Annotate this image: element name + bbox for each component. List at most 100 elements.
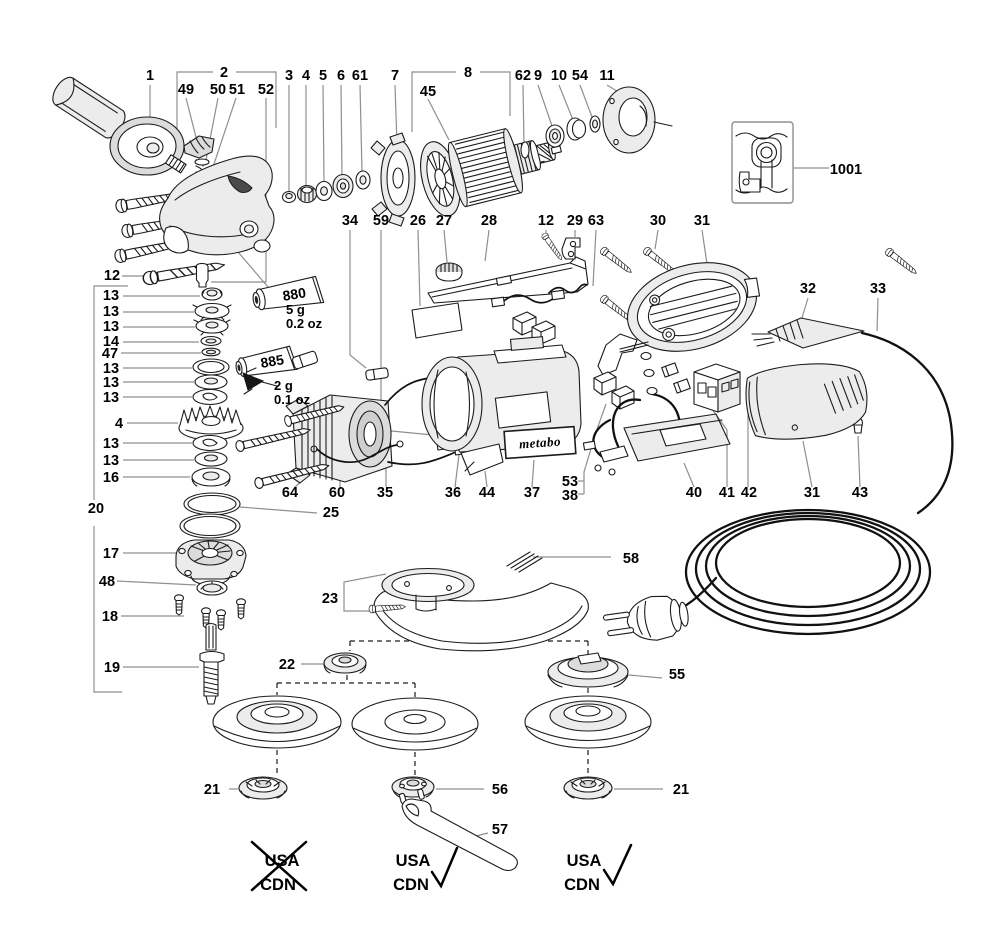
part-label-12b: 12 <box>538 213 554 229</box>
part-label-4-left: 4 <box>115 416 123 432</box>
part-7-baffle-drawing <box>370 132 416 227</box>
part-label-62: 62 <box>515 68 531 84</box>
part-37-brand-plate: metabo <box>503 425 577 460</box>
part-label-1: 1 <box>146 68 154 84</box>
part-63-wire-drawing <box>490 283 588 308</box>
part-40-electronics-drawing <box>582 392 731 476</box>
part-label-44: 44 <box>479 485 495 501</box>
usa-cdn-right: USA CDN <box>564 843 633 894</box>
spindle-nut-washer-bearing-drawing <box>281 170 371 204</box>
part-label-5: 5 <box>319 68 327 84</box>
part-label-9: 9 <box>534 68 542 84</box>
part-label-42: 42 <box>741 485 757 501</box>
part-label-36: 36 <box>445 485 461 501</box>
part-label-13e: 13 <box>103 375 119 391</box>
part-57-spanner-drawing <box>398 788 518 872</box>
part-32-cord-sleeve-drawing <box>751 317 865 349</box>
part-label-28: 28 <box>481 213 497 229</box>
tube-labels: 880 5 g 0.2 oz 885 2 g 0.1 oz <box>259 284 322 407</box>
part-25-rings-drawing <box>179 492 241 539</box>
part-label-34: 34 <box>342 213 358 229</box>
part-label-25: 25 <box>323 505 339 521</box>
part-label-29: 29 <box>567 213 583 229</box>
part-label-1001: 1001 <box>830 162 862 178</box>
part-label-31-bottom: 31 <box>804 485 820 501</box>
part-1-side-handle-drawing <box>52 76 187 176</box>
tube-885-number: 885 <box>259 351 285 371</box>
part-label-20: 20 <box>88 501 104 517</box>
part-label-13f: 13 <box>103 390 119 406</box>
part-label-50: 50 <box>210 82 226 98</box>
switch-lever-drawing <box>597 333 649 376</box>
part-36-motor-housing-drawing <box>421 336 582 453</box>
usa-cdn-middle-line2: CDN <box>393 876 429 894</box>
grease-tube-880-drawing <box>252 275 325 311</box>
part-label-32: 32 <box>800 281 816 297</box>
part-label-51: 51 <box>229 82 245 98</box>
part-label-4-top: 4 <box>302 68 310 84</box>
part-41-terminals-drawing <box>640 351 691 396</box>
part-label-11: 11 <box>599 68 614 84</box>
part-label-12a: 12 <box>104 268 120 284</box>
part-48-seal-drawing <box>196 580 228 596</box>
part-label-43: 43 <box>852 485 868 501</box>
part-26-plate-drawing <box>411 302 463 339</box>
part-label-13a: 13 <box>103 288 119 304</box>
part-label-13c: 13 <box>103 319 119 335</box>
disc-left-drawing <box>212 695 342 749</box>
usa-cdn-right-line2: CDN <box>564 876 600 894</box>
part-label-33: 33 <box>870 281 886 297</box>
part-label-48: 48 <box>99 574 115 590</box>
part-label-27: 27 <box>436 213 452 229</box>
part-label-13d: 13 <box>103 361 119 377</box>
part-label-59: 59 <box>373 213 389 229</box>
part-label-60: 60 <box>329 485 345 501</box>
part-label-21-right: 21 <box>673 782 689 798</box>
part-label-58: 58 <box>623 551 639 567</box>
tube-880-grams: 5 g <box>286 302 305 317</box>
part-label-30: 30 <box>650 213 666 229</box>
part-label-64: 64 <box>282 485 298 501</box>
part-label-2: 2 <box>220 65 228 81</box>
part-label-41: 41 <box>719 485 735 501</box>
part-label-40: 40 <box>686 485 702 501</box>
part-12b-screw-drawing <box>540 231 565 263</box>
part-label-55: 55 <box>669 667 685 683</box>
part-28-switch-bar-drawing <box>427 256 589 304</box>
part-label-61: 61 <box>352 68 368 84</box>
part-label-52: 52 <box>258 82 274 98</box>
disc-right-drawing <box>524 695 652 749</box>
leader-lines <box>93 71 879 839</box>
part-label-45: 45 <box>420 84 436 100</box>
usa-cdn-middle-line1: USA <box>396 852 431 870</box>
tube-880-ounces: 0.2 oz <box>286 316 323 331</box>
part-label-13h: 13 <box>103 453 119 469</box>
part-17-bearing-flange-drawing <box>175 539 247 586</box>
part-29-clip-drawing <box>561 237 581 260</box>
callout-labels: 1 2 49 50 51 52 3 4 5 6 61 7 8 45 62 9 1… <box>88 65 886 838</box>
part-label-19: 19 <box>104 660 120 676</box>
brand-plate-text: metabo <box>518 434 561 452</box>
part-label-6: 6 <box>337 68 345 84</box>
part-label-54: 54 <box>572 68 588 84</box>
part-label-37: 37 <box>524 485 540 501</box>
part-55-adapter-drawing <box>547 652 629 688</box>
part-27-slider-knob-drawing <box>435 262 463 282</box>
part-label-35: 35 <box>377 485 393 501</box>
part-53-38-switch-blocks-drawing <box>593 371 635 410</box>
usa-cdn-left: USA CDN <box>250 840 308 894</box>
part-label-14: 14 <box>103 334 119 350</box>
part-label-10: 10 <box>551 68 567 84</box>
usa-cdn-middle: USA CDN <box>393 846 459 894</box>
check-icon <box>430 846 459 889</box>
part-label-63: 63 <box>588 213 604 229</box>
part-21-right-nut-drawing <box>563 776 613 800</box>
part-34-brush-drawing <box>291 350 389 381</box>
part-label-56: 56 <box>492 782 508 798</box>
tube-885-ounces: 0.1 oz <box>274 392 311 407</box>
part-label-17: 17 <box>103 546 119 562</box>
part-label-26: 26 <box>410 213 426 229</box>
washer-stack-drawing <box>178 287 244 487</box>
